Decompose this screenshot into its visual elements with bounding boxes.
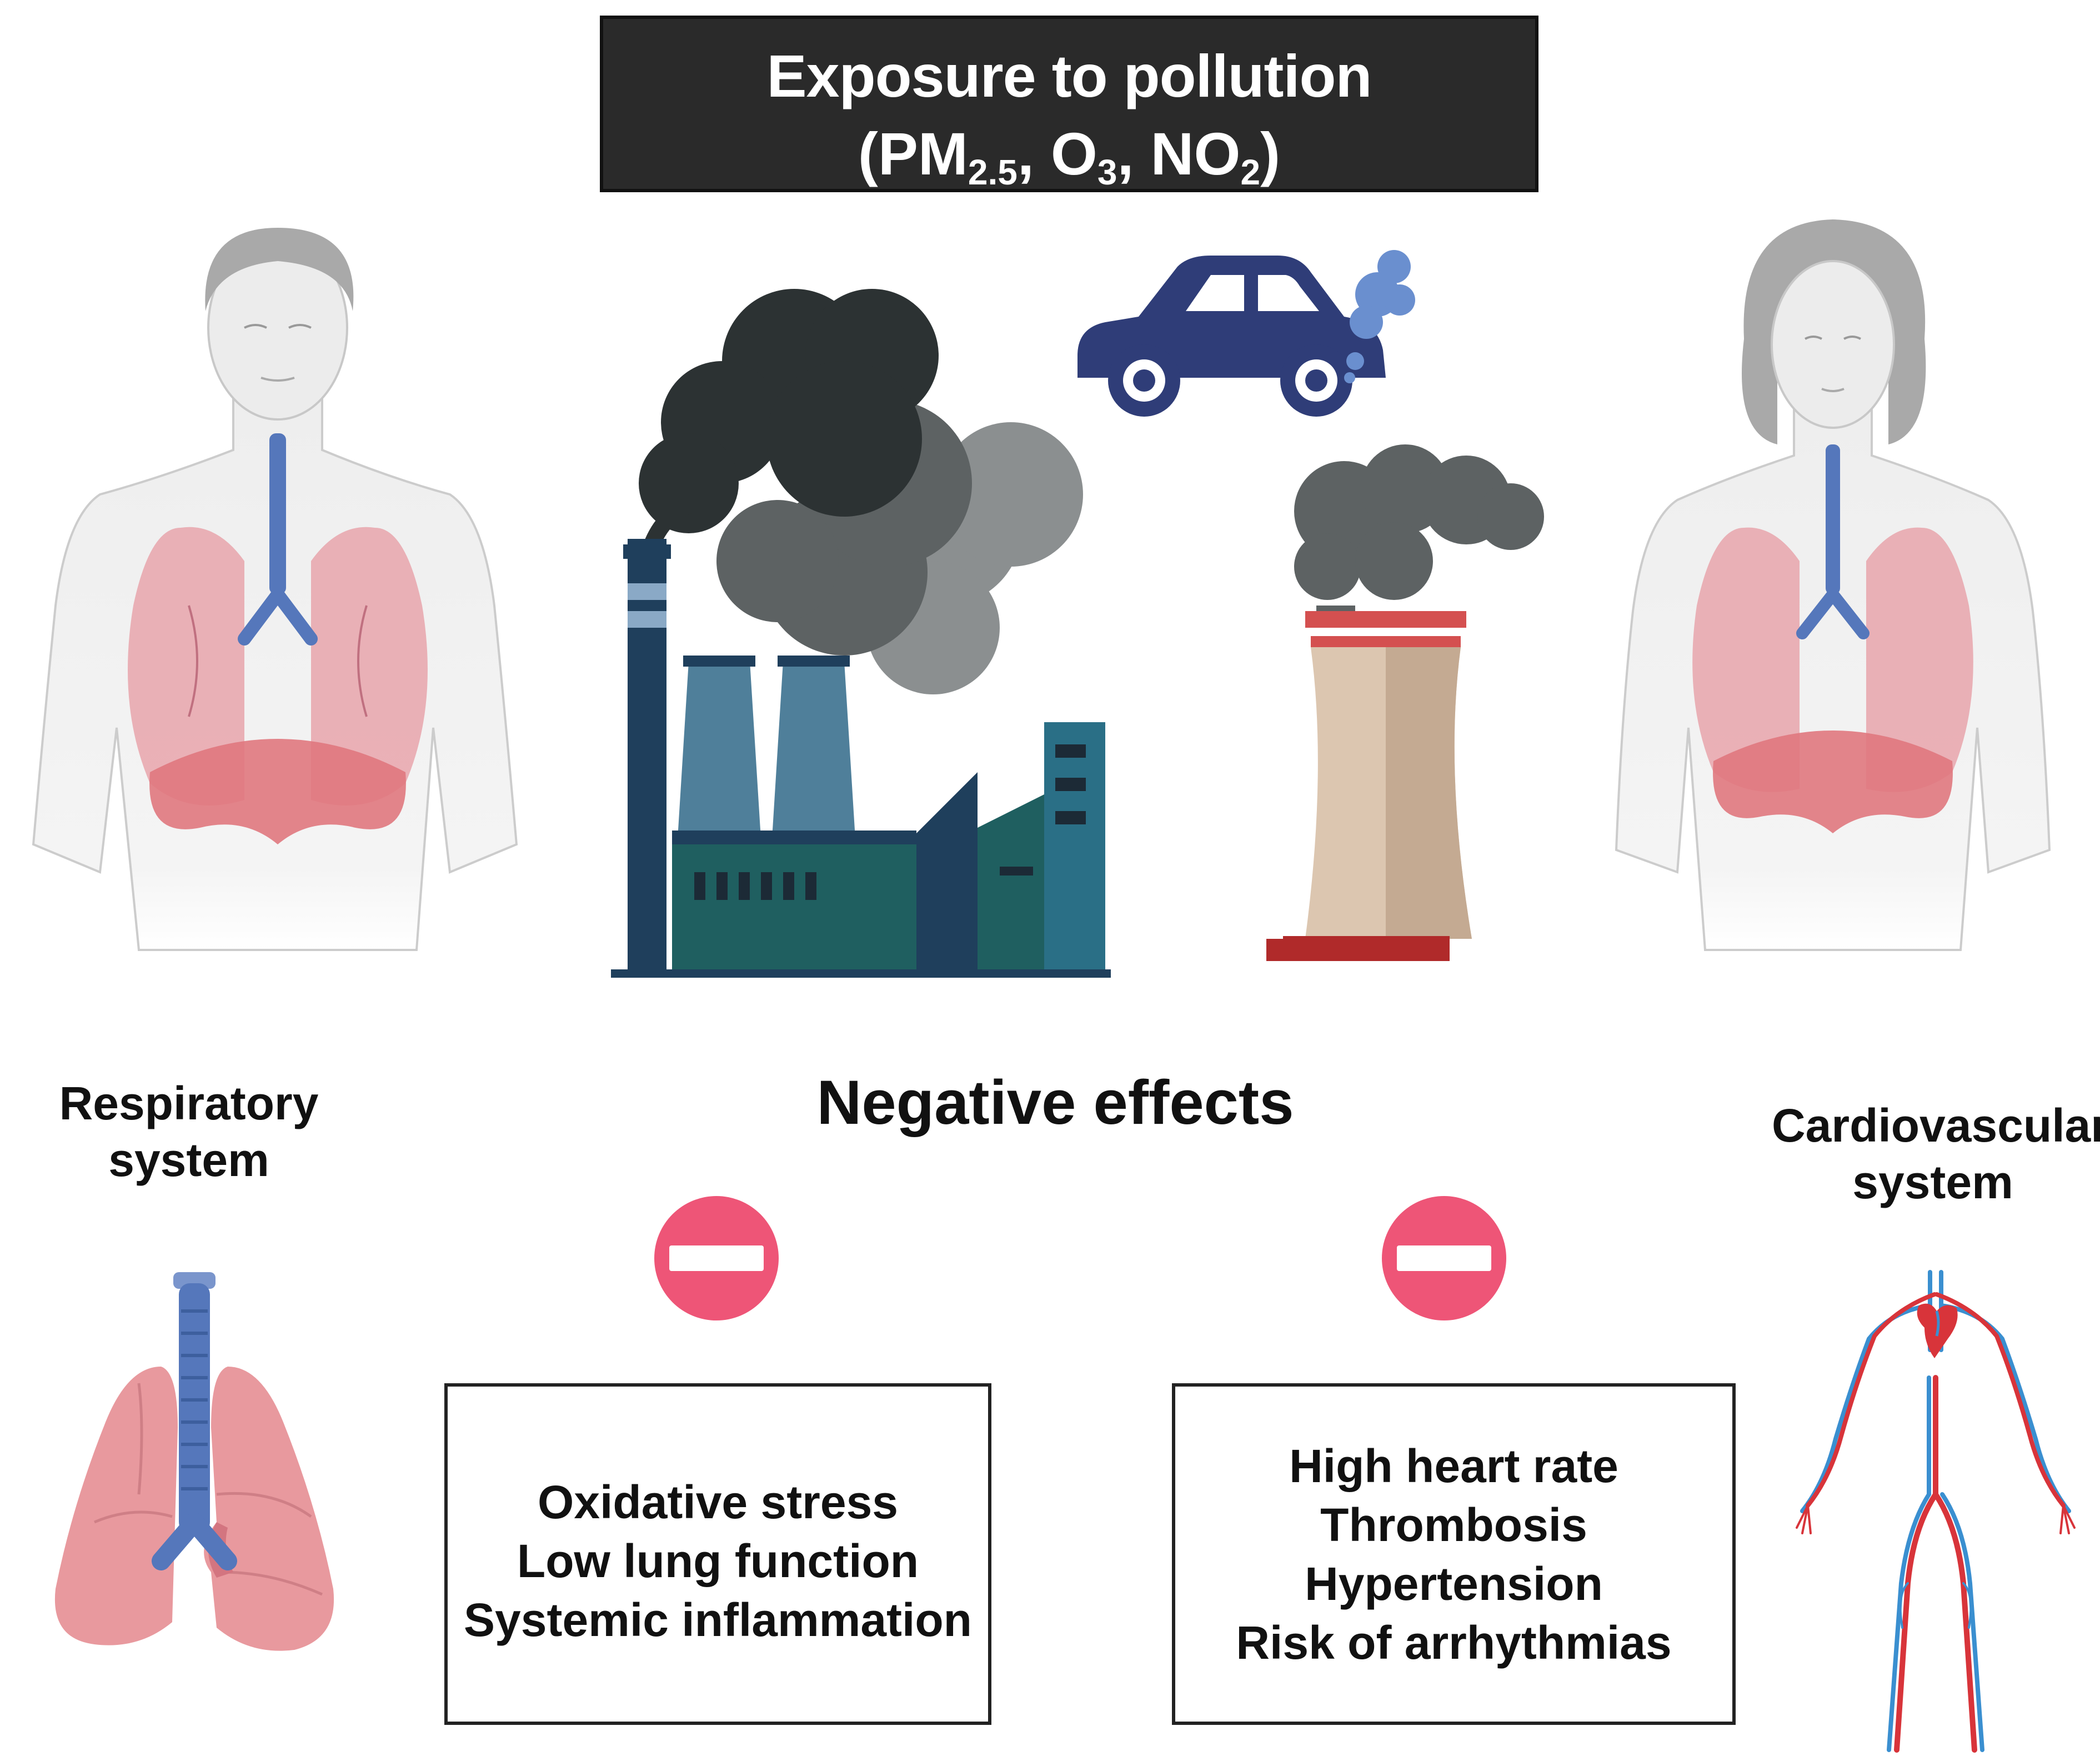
effect-item: High heart rate — [1289, 1440, 1618, 1492]
respiratory-label: Respiratory system — [44, 1075, 333, 1188]
exhaust-cloud — [1344, 250, 1415, 383]
cardiovascular-label-line1: Cardiovascular — [1772, 1099, 2100, 1152]
minus-sign-icon — [654, 1196, 779, 1320]
effect-item: Thrombosis — [1320, 1499, 1587, 1551]
title-line1: Exposure to pollution — [766, 42, 1372, 109]
effect-item: Risk of arrhythmias — [1236, 1617, 1672, 1669]
title-banner: Exposure to pollution (PM2.5, O3, NO2) — [600, 16, 1538, 192]
pollutants-line: (PM2.5, O3, NO2) — [858, 120, 1281, 192]
cooling-tower-icon — [1266, 444, 1544, 961]
tower-smoke — [1294, 444, 1544, 628]
lungs-icon — [54, 1272, 334, 1651]
factory-icon — [611, 289, 1111, 978]
effect-item: Low lung function — [517, 1535, 919, 1587]
effect-item: Hypertension — [1305, 1558, 1603, 1610]
respiratory-label-line2: system — [108, 1134, 269, 1186]
pollutant-no2: NO2 — [1150, 120, 1261, 192]
circulatory-system-icon — [1796, 1270, 2076, 1753]
negative-effects-heading: Negative effects — [816, 1068, 1294, 1137]
minus-sign-icon — [1382, 1196, 1506, 1320]
pollutant-o3: O3, — [1050, 120, 1151, 192]
effect-item: Systemic inflammation — [464, 1594, 972, 1646]
factory-smoke — [639, 289, 1083, 694]
male-body-lungs-icon — [32, 228, 518, 951]
car-icon — [1077, 250, 1415, 417]
cardiovascular-effects-box: High heart rate Thrombosis Hypertension … — [1172, 1383, 1736, 1725]
female-body-lungs-icon — [1615, 219, 2051, 951]
respiratory-effects-box: Oxidative stress Low lung function Syste… — [444, 1383, 991, 1725]
pollutant-pm25: PM2.5, — [878, 120, 1051, 192]
effect-item: Oxidative stress — [537, 1476, 899, 1528]
cardiovascular-label-line2: system — [1852, 1156, 2013, 1208]
respiratory-label-line1: Respiratory — [59, 1077, 319, 1129]
cardiovascular-label: Cardiovascular system — [1772, 1097, 2100, 1210]
